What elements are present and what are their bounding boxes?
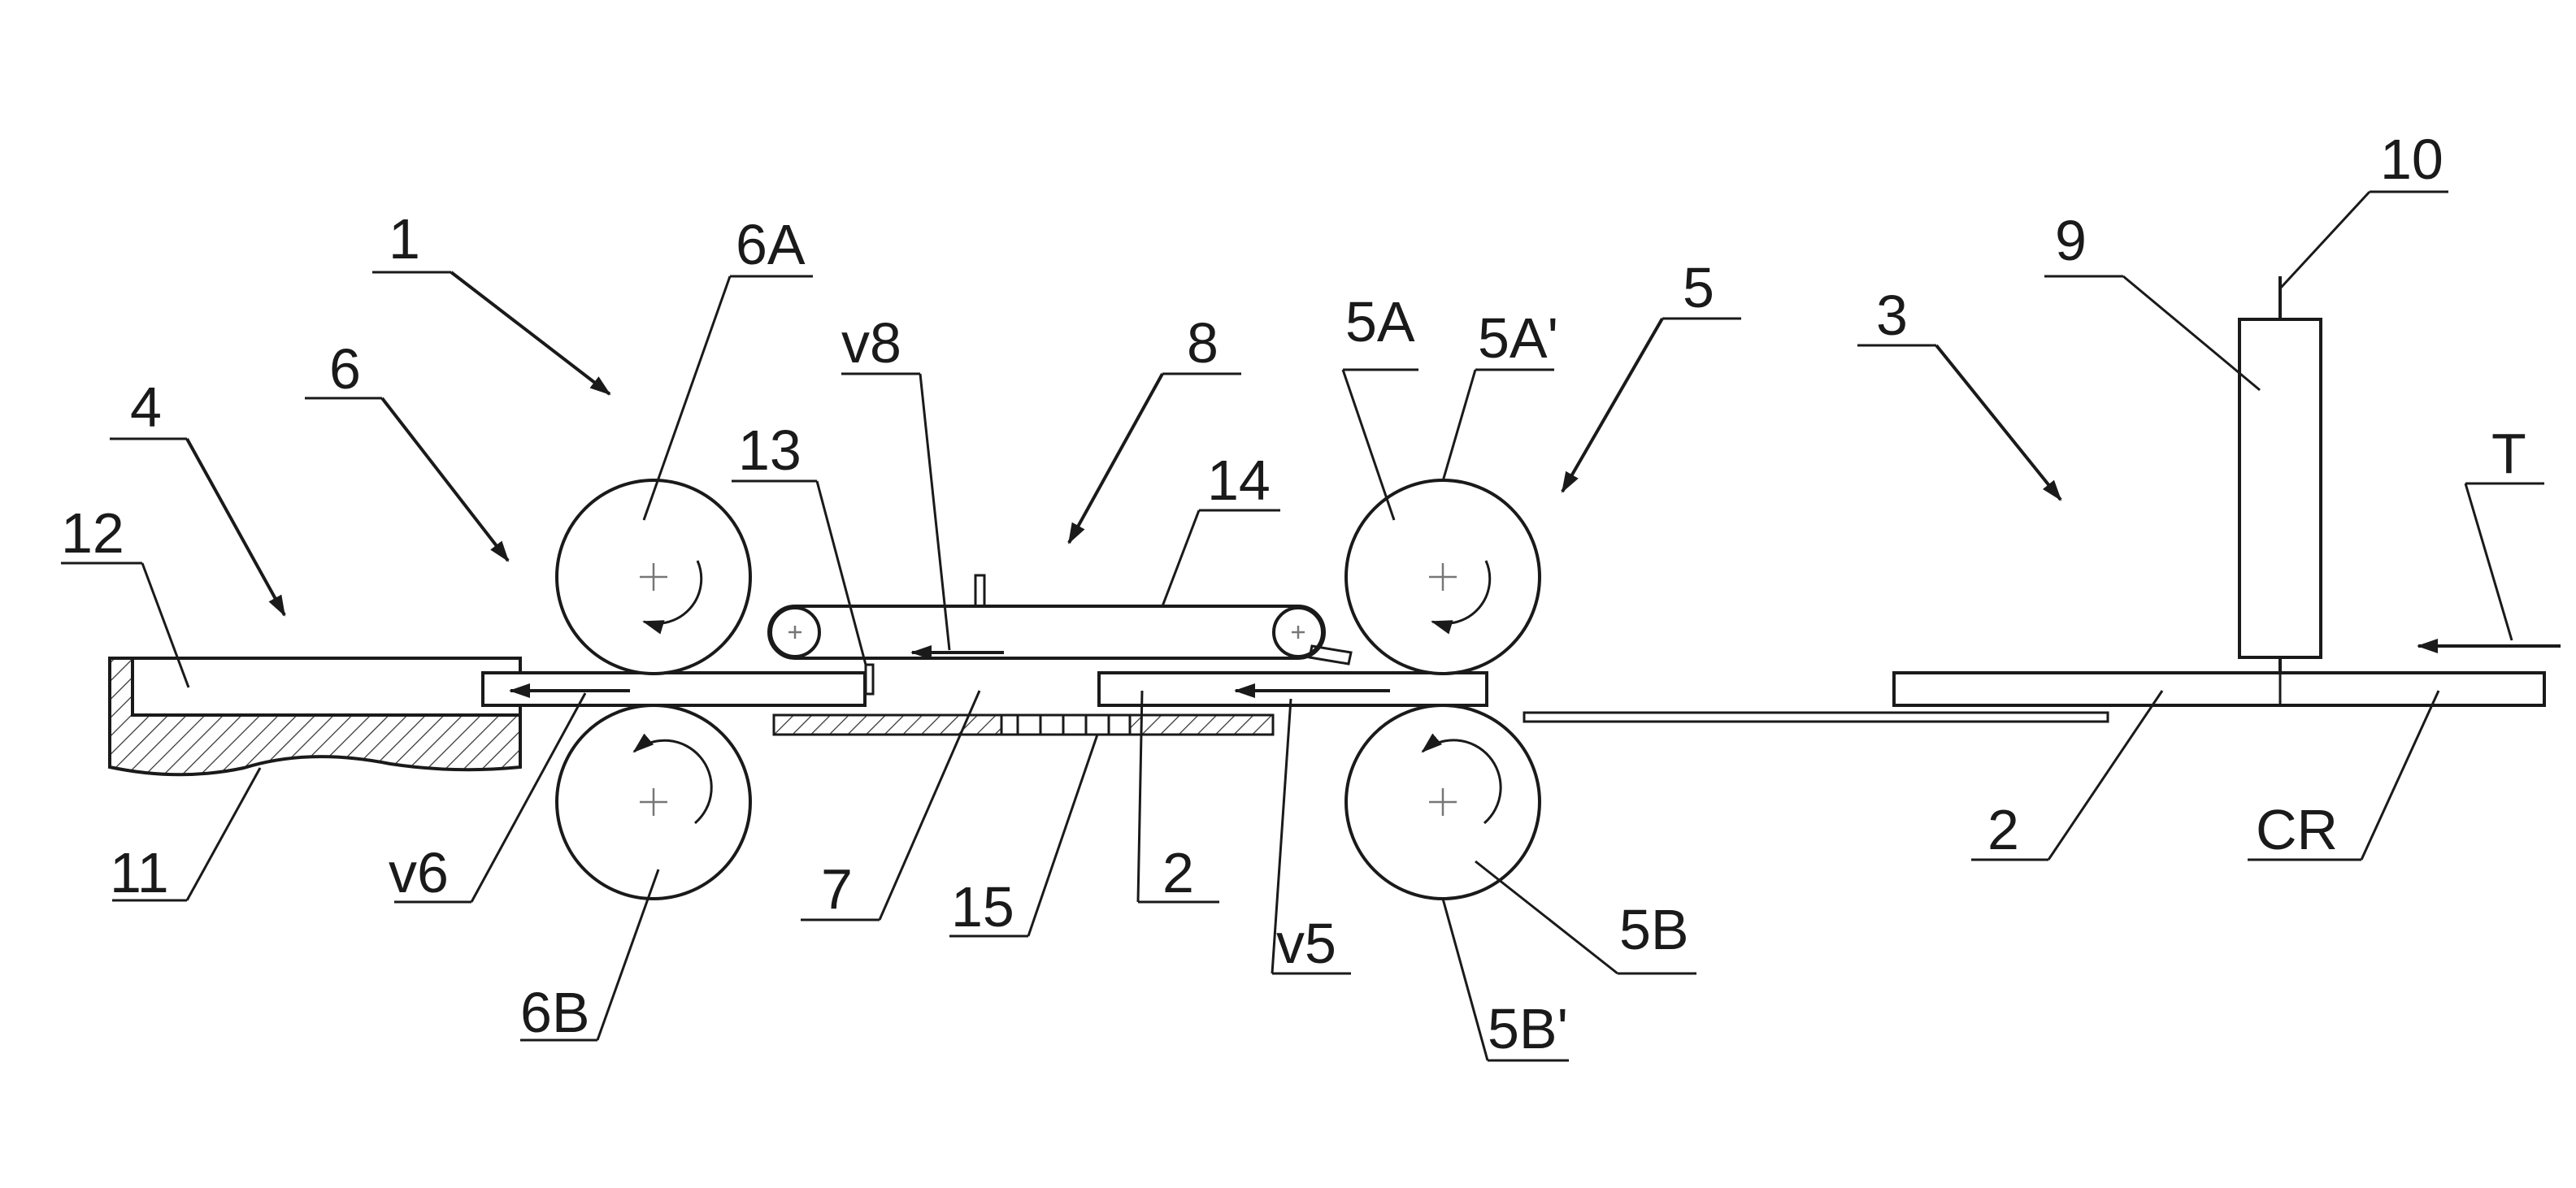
label-v5: v5 <box>1276 912 1336 975</box>
label-7: 7 <box>821 857 853 921</box>
label-11: 11 <box>110 841 169 904</box>
label-2-mid: 2 <box>1162 841 1194 904</box>
label-12: 12 <box>61 501 124 565</box>
label-6: 6 <box>329 337 361 401</box>
label-T: T <box>2491 422 2526 485</box>
label-8: 8 <box>1187 311 1218 375</box>
label-v6: v6 <box>389 841 449 904</box>
label-14: 14 <box>1207 449 1271 512</box>
label-10: 10 <box>2380 128 2444 191</box>
label-5: 5 <box>1683 256 1714 319</box>
cutter-9 <box>2239 319 2321 657</box>
stacked-sheet-12 <box>132 658 520 715</box>
label-v8: v8 <box>841 311 901 375</box>
label-3: 3 <box>1876 284 1908 347</box>
roller-6A <box>557 480 750 674</box>
label-6A: 6A <box>736 213 806 276</box>
label-CR: CR <box>2256 798 2338 861</box>
label-5B: 5B <box>1619 898 1689 961</box>
label-2-right: 2 <box>1987 798 2019 861</box>
cutting-rail-left <box>1524 713 2108 722</box>
label-15: 15 <box>951 875 1014 939</box>
stop-13 <box>866 665 873 694</box>
roller-5B <box>1346 705 1540 899</box>
label-5A: 5A <box>1345 290 1415 353</box>
roller-5A <box>1346 480 1540 674</box>
label-4: 4 <box>130 375 162 439</box>
label-5B-prime: 5B' <box>1488 997 1568 1060</box>
label-5A-prime: 5A' <box>1478 306 1558 370</box>
plate-15-slots <box>1001 715 1130 735</box>
label-1: 1 <box>389 207 420 271</box>
strip-2-right <box>1894 673 2544 705</box>
label-6B: 6B <box>520 981 590 1044</box>
label-13: 13 <box>738 418 801 482</box>
label-9: 9 <box>2055 209 2087 272</box>
roller-6B <box>557 705 750 899</box>
belt-conveyor-14 <box>769 575 1351 664</box>
